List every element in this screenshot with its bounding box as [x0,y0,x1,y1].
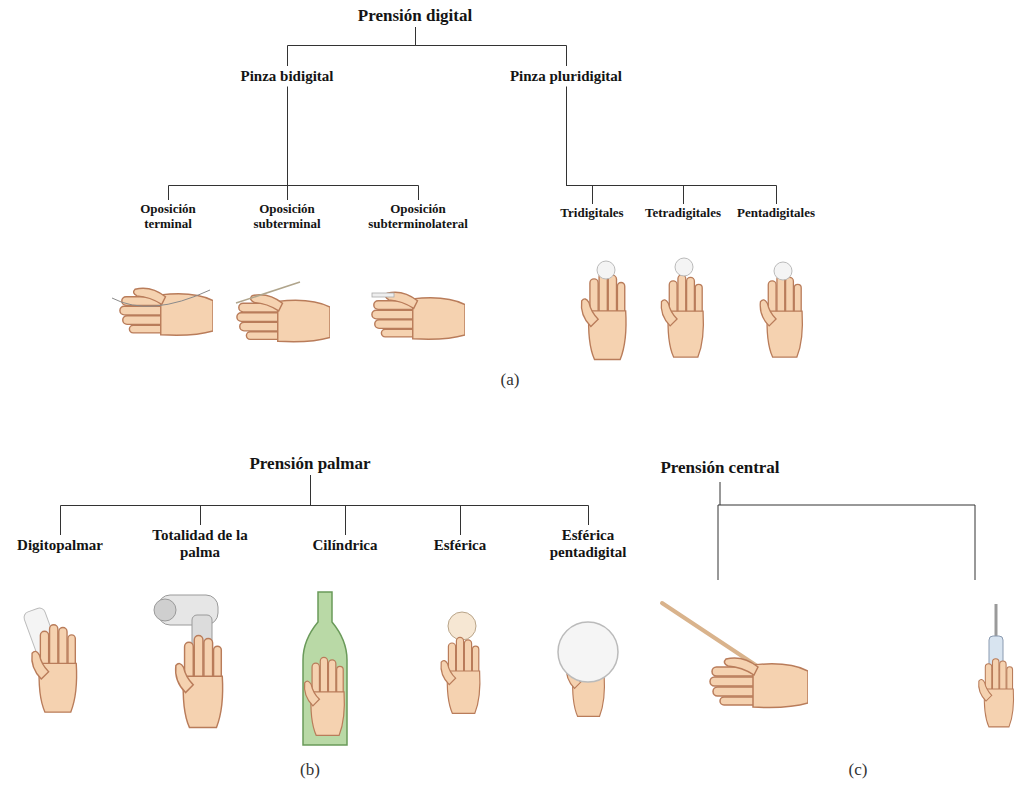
tree-connector [311,475,589,525]
tree-connector [416,27,567,66]
category-label: Esférica [415,535,505,556]
category-label: Oposición subterminolateral [351,200,486,233]
hand-whole-palm [154,595,223,727]
label-text: Tetradigitales [637,206,729,221]
category-label: Digitopalmar [6,535,114,556]
bracket [718,482,975,580]
hand-subterminal [236,282,330,342]
tree-connector [567,87,593,204]
label-text: Pentadigitales [730,206,822,221]
hand-spherical [441,612,480,713]
hand-pentadigital [760,262,802,357]
label-text: Tridigitales [546,206,638,221]
label-text: Pinza pluridigital [486,68,646,85]
panel-letter: (b) [300,760,320,780]
panel-letter: (a) [501,370,520,390]
tree-connector [201,475,311,525]
label-text: Cilíndrica [295,537,395,554]
hand-terminal [112,288,213,335]
tree-connector [169,87,288,200]
category-label: Pentadigitales [730,204,822,223]
tree-connector [567,87,777,204]
label-text: Prensión palmar [210,454,410,473]
hand-digitopalmar [22,606,76,712]
label-text: Oposición terminal [123,202,213,231]
label-text: Prensión digital [315,6,515,25]
category-label: Pinza pluridigital [486,66,646,87]
label-text: Esférica pentadigital [533,527,643,561]
hand-central-stick [662,603,808,708]
category-label: Esférica pentadigital [533,525,643,563]
category-label: Prensión palmar [210,452,410,475]
category-label: Tetradigitales [637,204,729,223]
category-label: Totalidad de la palma [145,525,255,563]
hand-cylindrical [303,592,347,745]
label-text: Pinza bidigital [207,68,367,85]
label-text: Prensión central [620,458,820,477]
label-text: Esférica [415,537,505,554]
hand-central-screwdriver [979,604,1014,727]
category-label: Cilíndrica [295,535,395,556]
category-label: Prensión digital [315,4,515,27]
category-label: Pinza bidigital [207,66,367,87]
hand-subterminolateral [372,292,465,339]
tree-connector [567,87,684,204]
category-label: Oposición terminal [123,200,213,233]
category-label: Prensión central [620,456,820,479]
panel-letter: (c) [849,760,868,780]
label-text: Totalidad de la palma [145,527,255,561]
label-text: Oposición subterminolateral [351,202,486,231]
hand-tetradigital [661,258,703,357]
tree-connector [61,475,311,535]
hand-spherical-pentadigital [558,622,618,716]
category-label: Oposición subterminal [237,200,337,233]
tree-connector [288,27,416,66]
tree-connector [288,87,419,200]
label-text: Oposición subterminal [237,202,337,231]
category-label: Tridigitales [546,204,638,223]
hand-tridigital [581,261,626,360]
label-text: Digitopalmar [6,537,114,554]
